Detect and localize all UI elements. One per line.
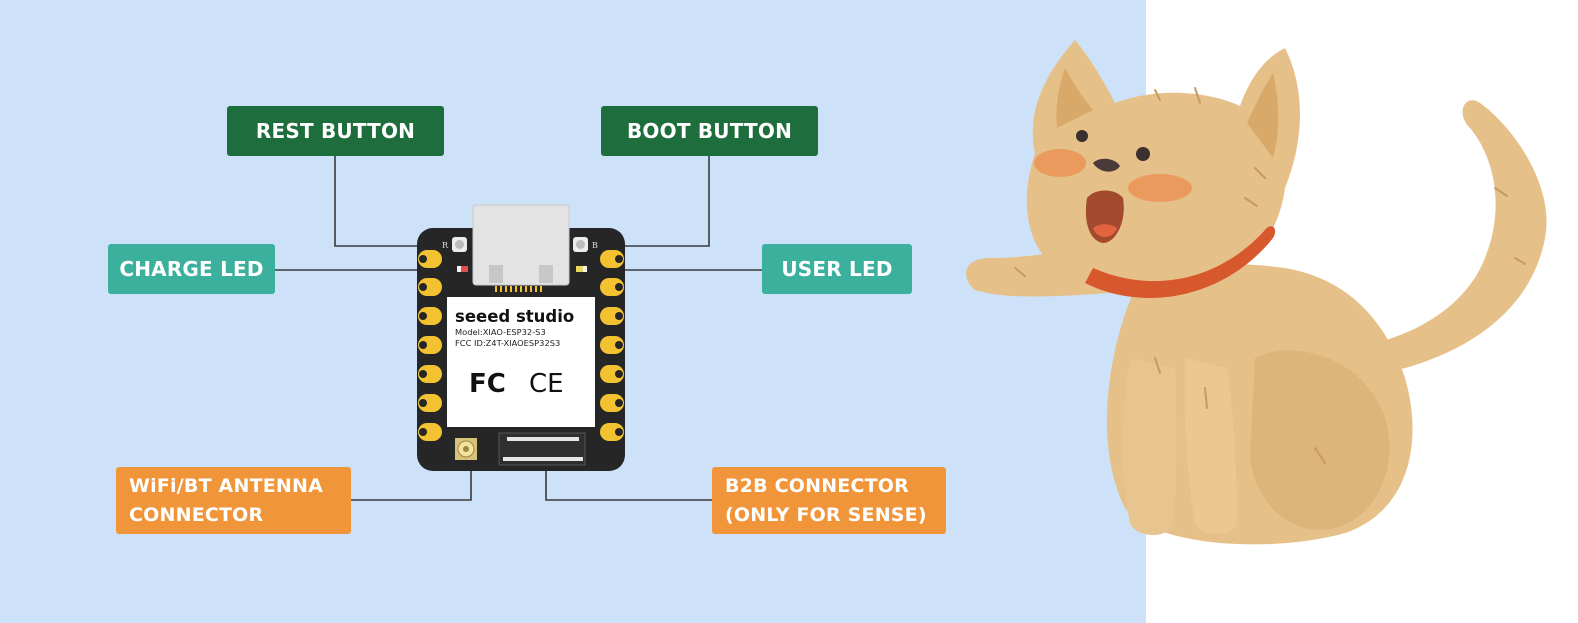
charge-led-icon xyxy=(457,266,468,272)
cat-right-cheek xyxy=(1128,174,1192,202)
user-led-label: USER LED xyxy=(762,244,912,294)
cat-left-cheek xyxy=(1034,149,1086,177)
usb-c-connector-icon xyxy=(472,204,570,286)
b2b-connector-text: B2B CONNECTOR (ONLY FOR SENSE) xyxy=(725,474,927,526)
b2b-connector-icon xyxy=(498,432,586,466)
charge-led-text: CHARGE LED xyxy=(119,257,264,281)
brand-text: seeed studio xyxy=(455,307,574,326)
boot-button-icon xyxy=(573,237,588,252)
charge-led-label: CHARGE LED xyxy=(108,244,275,294)
cat-left-eye xyxy=(1076,130,1088,142)
reset-button-icon xyxy=(452,237,467,252)
rf-shield xyxy=(447,297,595,427)
cat-nose xyxy=(1093,158,1120,172)
user-led-text: USER LED xyxy=(781,257,893,281)
antenna-connector-text: WiFi/BT ANTENNA CONNECTOR xyxy=(129,474,324,526)
user-led-icon xyxy=(576,266,587,272)
silk-r: R xyxy=(442,241,449,250)
antenna-connector-label: WiFi/BT ANTENNA CONNECTOR xyxy=(116,467,351,534)
model-text: Model:XIAO-ESP32-S3 xyxy=(455,327,546,337)
xiao-esp32s3-board: R B seeed studio Model:XIAO-ESP32-S3 FCC… xyxy=(417,204,625,471)
b2b-leader xyxy=(545,460,712,501)
cat-collar xyxy=(1085,226,1276,298)
boot-button-leader xyxy=(590,155,710,247)
rest-button-label: REST BUTTON xyxy=(227,106,444,156)
ce-mark: CE xyxy=(529,369,564,399)
boot-button-label: BOOT BUTTON xyxy=(601,106,818,156)
fcc-id-text: FCC ID:Z4T-XIAOESP32S3 xyxy=(455,338,560,348)
left-pads xyxy=(418,250,442,441)
silk-b: B xyxy=(592,241,598,250)
fc-mark: FC xyxy=(469,369,506,399)
boot-button-text: BOOT BUTTON xyxy=(626,119,793,143)
antenna-connector-icon xyxy=(455,438,477,460)
right-pads xyxy=(600,250,624,441)
b2b-connector-label: B2B CONNECTOR (ONLY FOR SENSE) xyxy=(712,467,946,534)
cat-illustration xyxy=(966,40,1547,545)
rest-button-text: REST BUTTON xyxy=(255,119,416,143)
rest-button-leader xyxy=(334,155,452,247)
usb-pins xyxy=(495,286,542,292)
cat-tail xyxy=(1375,100,1547,373)
cat-right-eye xyxy=(1136,147,1150,161)
antenna-leader xyxy=(351,460,472,501)
